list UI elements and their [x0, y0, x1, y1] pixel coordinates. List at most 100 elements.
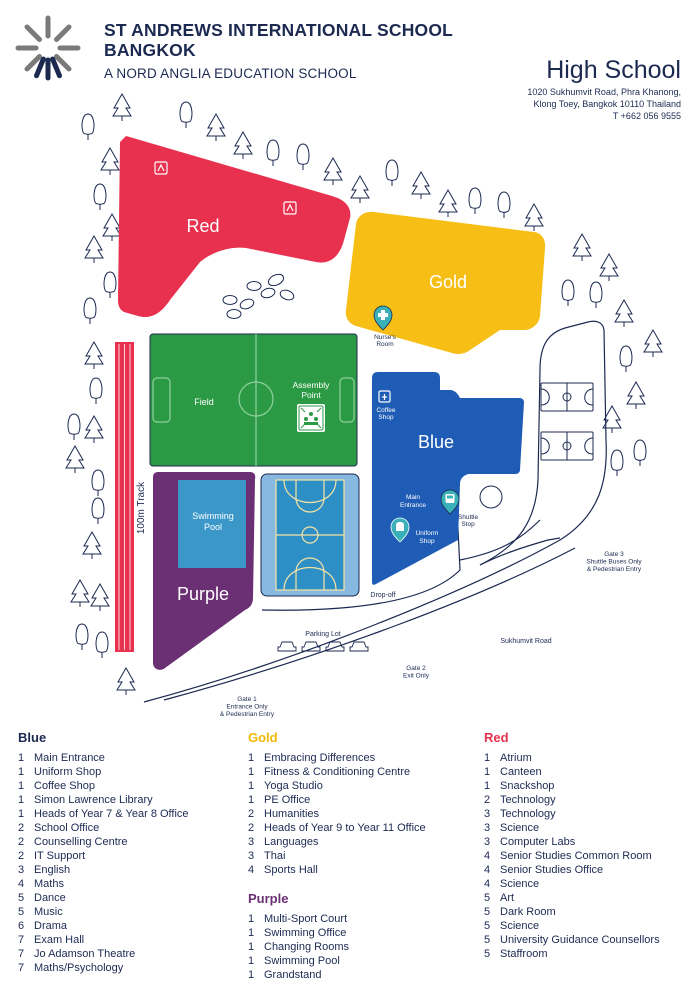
- legend-item-number: 1: [248, 927, 255, 939]
- legend-item-label: Humanities: [264, 808, 320, 820]
- legend-item-label: Science: [500, 822, 540, 834]
- basketball-court-icon: [540, 382, 594, 461]
- legend-item-number: 1: [484, 752, 491, 764]
- legend-purple-title: Purple: [248, 891, 289, 906]
- legend-item: 1 Grandstand: [248, 968, 349, 982]
- legend-item-number: 2: [18, 850, 25, 862]
- legend-item-number: 5: [484, 920, 491, 932]
- legend-item: 7 Exam Hall: [18, 933, 189, 947]
- legend-item: 5 Staffroom: [484, 947, 660, 961]
- track-label: 100m Track: [136, 481, 147, 534]
- red-zone[interactable]: [118, 136, 351, 318]
- legend-item: 4 Maths: [18, 877, 189, 891]
- legend-item-number: 5: [484, 892, 491, 904]
- legend-item-number: 3: [484, 836, 491, 848]
- legend-item-number: 5: [18, 906, 25, 918]
- legend-item: 5 Science: [484, 919, 660, 933]
- legend-item-label: University Guidance Counsellors: [500, 934, 660, 946]
- swimming-pool[interactable]: [178, 480, 246, 568]
- legend-item-label: Maths: [34, 878, 64, 890]
- legend-item-label: Sports Hall: [264, 864, 318, 876]
- legend-item-label: Uniform Shop: [34, 766, 102, 778]
- legend-item-number: 1: [18, 752, 25, 764]
- legend-item-label: Simon Lawrence Library: [34, 794, 153, 806]
- legend-item-label: Grandstand: [264, 969, 322, 981]
- field-zone[interactable]: [149, 333, 358, 467]
- legend-item-label: Changing Rooms: [264, 941, 349, 953]
- coffee-icon: [378, 390, 391, 403]
- legend-item-number: 7: [18, 934, 25, 946]
- legend-item-number: 1: [248, 969, 255, 981]
- legend-item: 1 Coffee Shop: [18, 779, 189, 793]
- legend-item-label: Art: [500, 892, 515, 904]
- legend-item-label: English: [34, 864, 71, 876]
- legend-item: 1 Fitness & Conditioning Centre: [248, 765, 426, 779]
- parking-lot-label: Parking Lot: [305, 631, 340, 638]
- red-zone-label: Red: [186, 216, 219, 236]
- legend-item: 1 Yoga Studio: [248, 779, 426, 793]
- legend-item-number: 1: [18, 766, 25, 778]
- legend-item-label: Drama: [34, 920, 68, 932]
- legend-gold-title: Gold: [248, 730, 278, 745]
- gold-zone[interactable]: [345, 211, 546, 354]
- legend-item-label: Staffroom: [500, 948, 548, 960]
- blue-zone[interactable]: [372, 372, 524, 585]
- legend-item-number: 1: [248, 955, 255, 967]
- legend-item-label: Main Entrance: [34, 752, 105, 764]
- legend-item: 1 Main Entrance: [18, 751, 189, 765]
- legend-item-label: Thai: [264, 850, 286, 862]
- school-name: ST ANDREWS INTERNATIONAL SCHOOL BANGKOK: [104, 20, 454, 60]
- legend-item-number: 7: [18, 962, 25, 974]
- road-outline: [143, 320, 607, 703]
- sukhumvit-road-label: Sukhumvit Road: [500, 638, 551, 645]
- legend-item-number: 3: [484, 822, 491, 834]
- legend-item-number: 3: [248, 836, 255, 848]
- legend-item-label: IT Support: [34, 850, 86, 862]
- legend-item-number: 1: [18, 794, 25, 806]
- legend-item-number: 2: [248, 822, 255, 834]
- legend-item: 1 Simon Lawrence Library: [18, 793, 189, 807]
- roundabout: [479, 485, 503, 509]
- legend-item-number: 5: [484, 948, 491, 960]
- legend-gold-list: 1 Embracing Differences 1 Fitness & Conditi…: [248, 751, 426, 877]
- legend-item-label: Fitness & Conditioning Centre: [264, 766, 411, 778]
- legend-item-number: 2: [484, 794, 491, 806]
- legend-item-label: Dark Room: [500, 906, 556, 918]
- multi-sport-court[interactable]: [260, 473, 360, 597]
- blue-zone-label: Blue: [418, 432, 454, 452]
- legend-item-label: Exam Hall: [34, 934, 85, 946]
- legend-item-label: Science: [500, 920, 540, 932]
- legend-item: 5 Dark Room: [484, 905, 660, 919]
- legend-item-number: 4: [18, 878, 25, 890]
- running-track: [115, 342, 134, 652]
- legend-item-number: 5: [484, 906, 491, 918]
- legend-item-label: Yoga Studio: [264, 780, 323, 792]
- legend-item-label: Embracing Differences: [264, 752, 376, 764]
- legend-item-label: Coffee Shop: [34, 780, 95, 792]
- legend-item-number: 1: [18, 780, 25, 792]
- legend-item-number: 1: [248, 766, 255, 778]
- legend-item-number: 1: [248, 780, 255, 792]
